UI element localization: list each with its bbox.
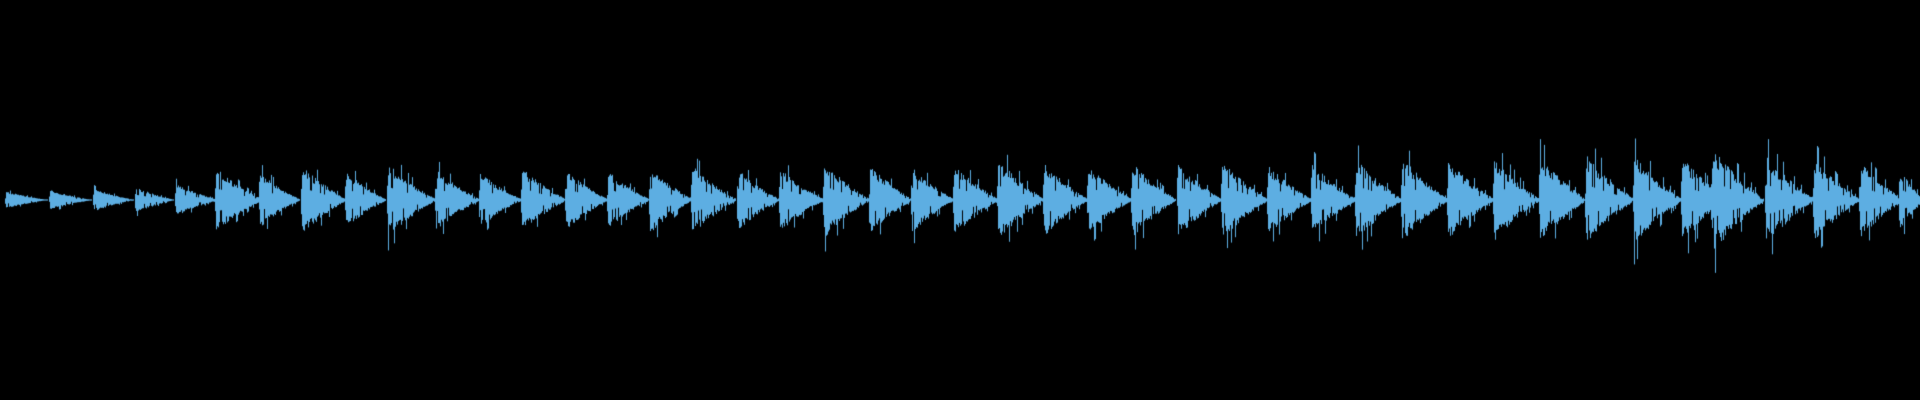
waveform-viewer[interactable] [0,0,1920,400]
audio-waveform-plot[interactable] [0,0,1920,400]
